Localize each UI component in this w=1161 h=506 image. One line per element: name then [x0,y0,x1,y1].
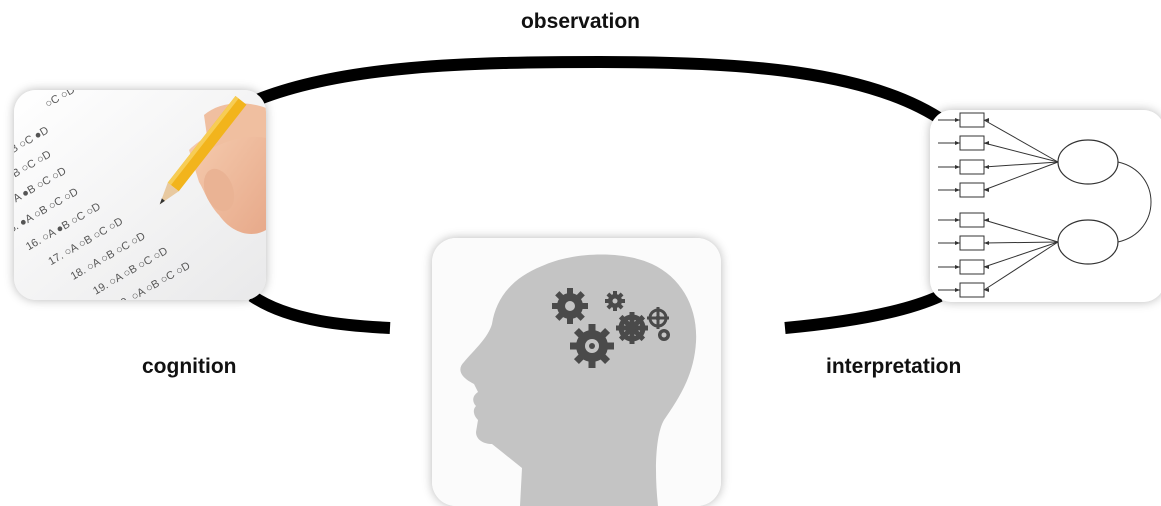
cognition-label: cognition [142,355,237,378]
arc-cognition [248,290,391,334]
answer-sheet-panel: ○C ○D ○B ○C ●D ○B ○C ○D 14. ○A ●B ○C ○D … [14,90,266,300]
arc-observation [249,55,949,127]
measurement-model-panel [930,110,1161,302]
pencil-icon [159,96,247,205]
arc-interpretation [784,290,943,334]
measurement-model-diagram [930,110,1161,302]
head-gears-illustration [432,238,721,506]
gears-icon [552,288,670,368]
factor-covariance [1117,161,1152,243]
answer-sheet-illustration: ○C ○D ○B ○C ●D ○B ○C ○D 14. ○A ●B ○C ○D … [14,90,266,300]
cognition-head-panel [432,238,721,506]
interpretation-label: interpretation [826,355,962,378]
observation-label: observation [520,10,641,33]
